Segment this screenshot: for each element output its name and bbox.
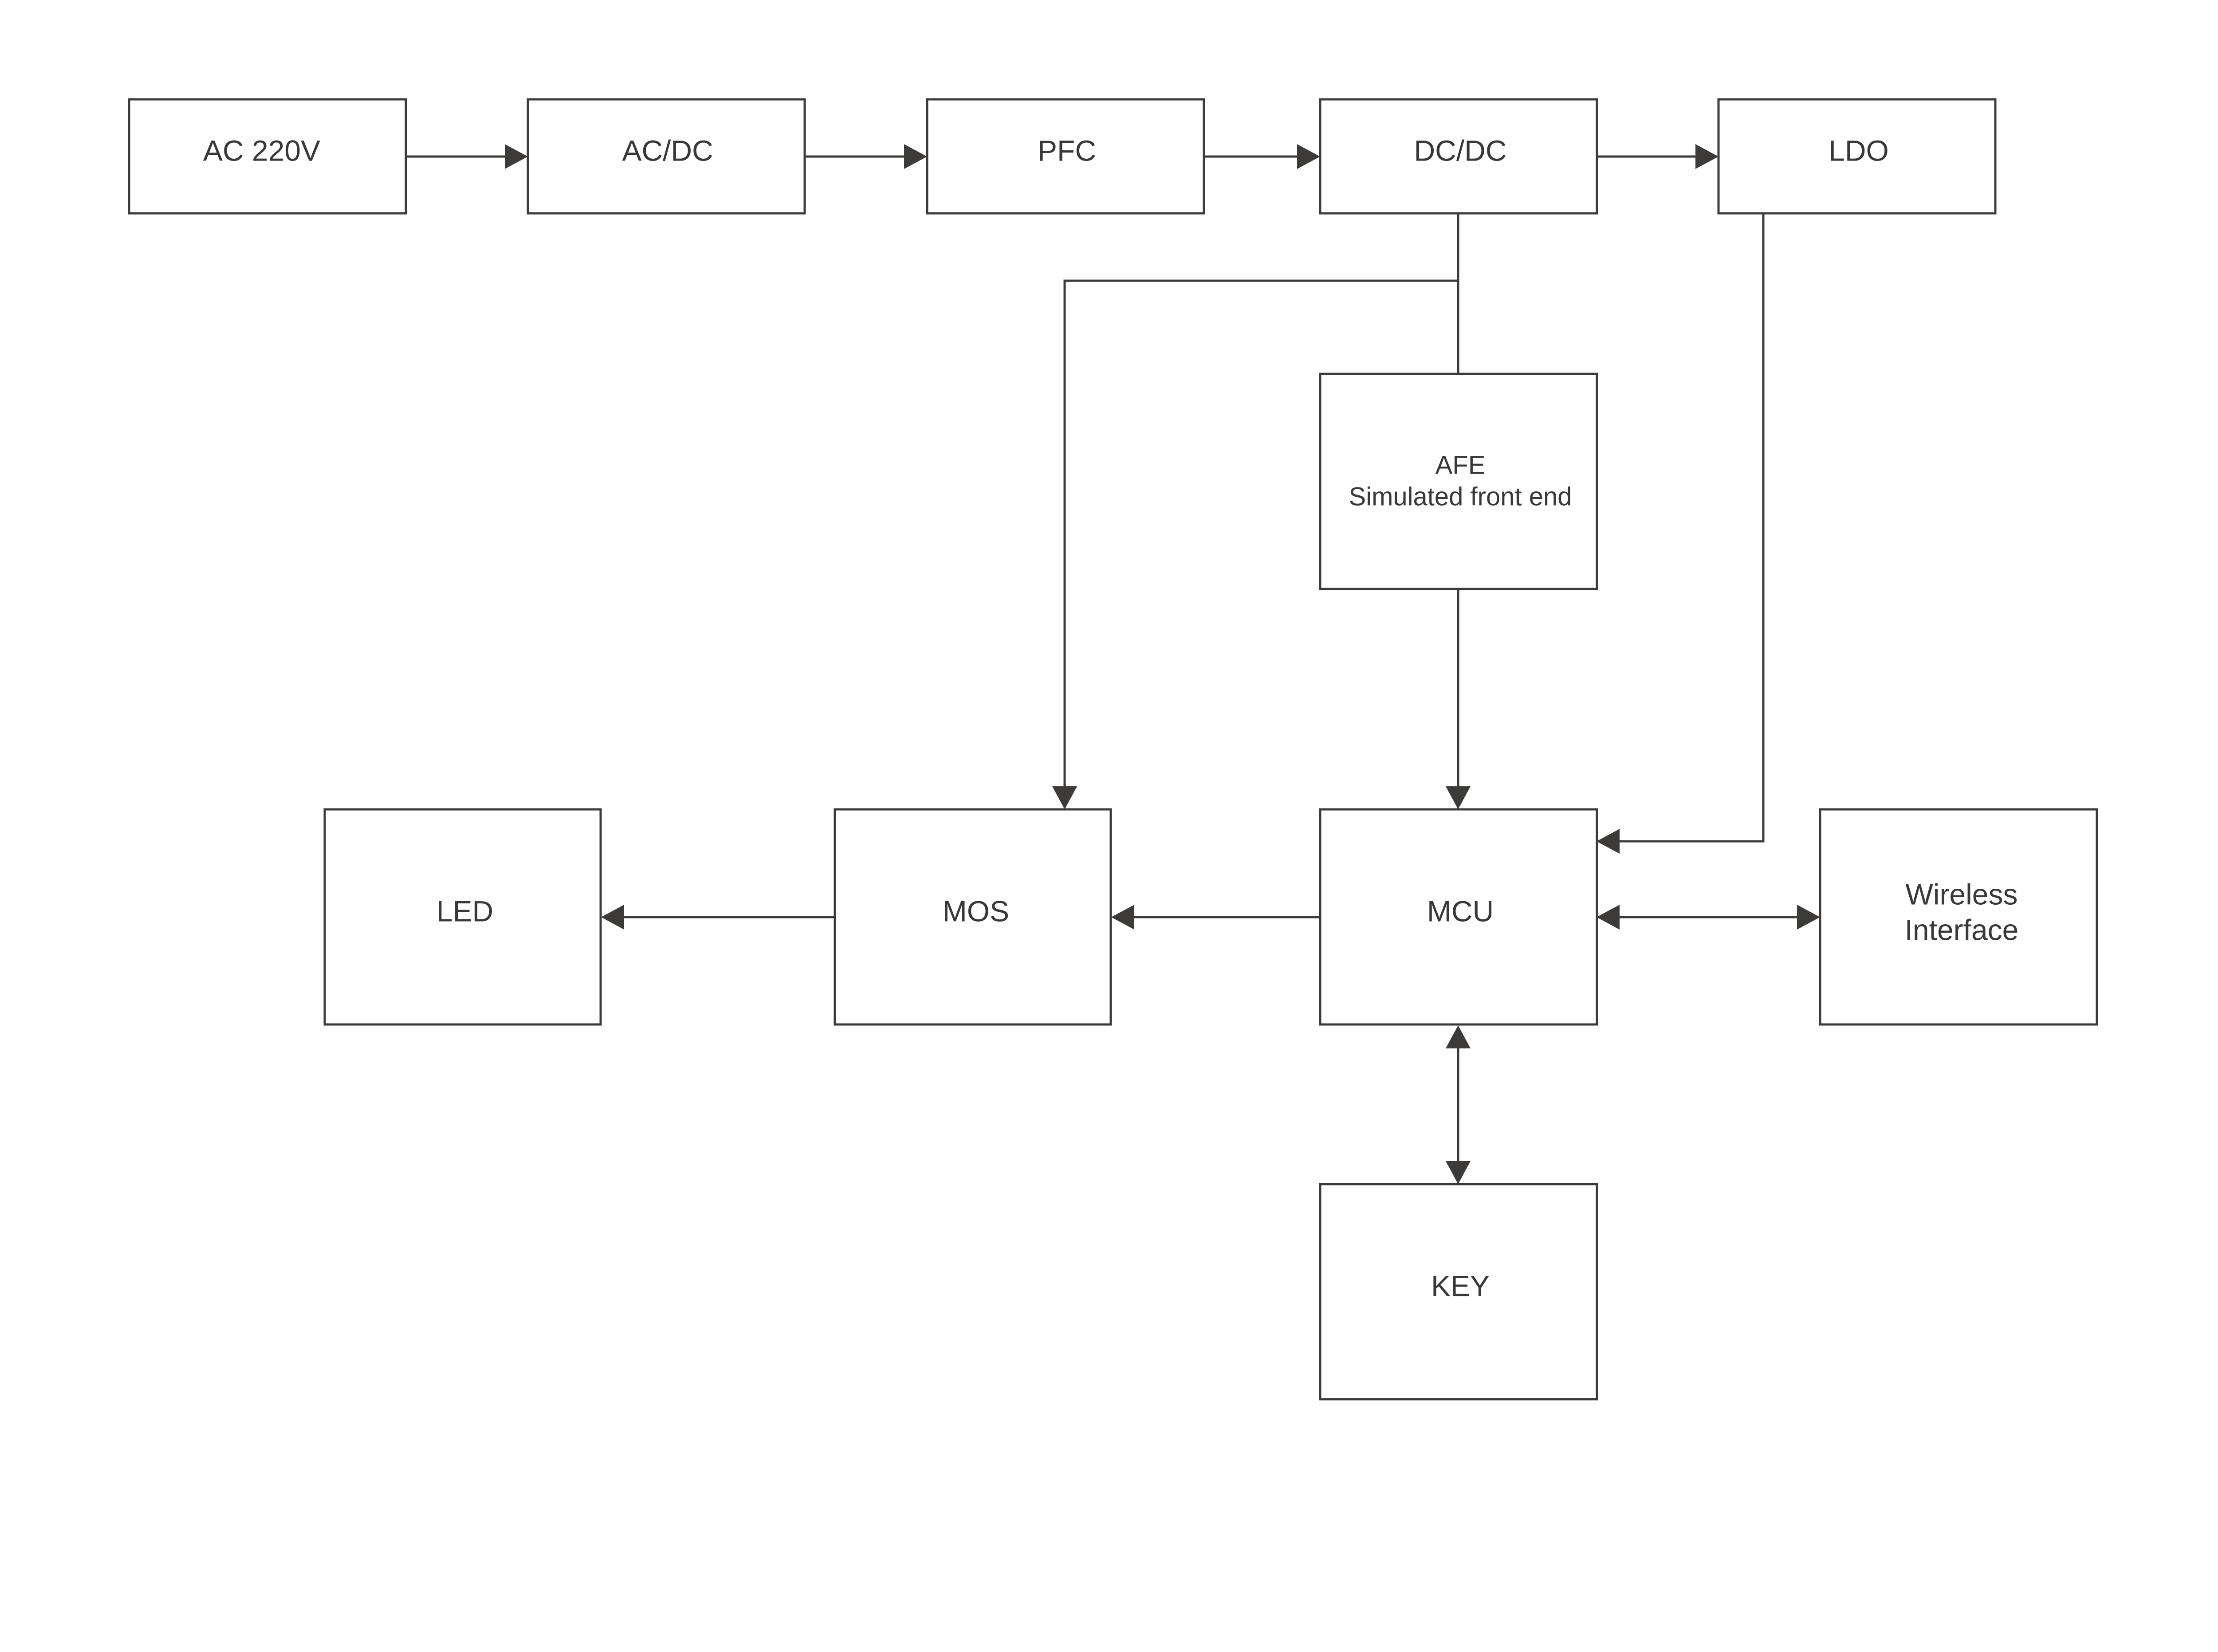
arrow-mos-to-led	[601, 905, 835, 930]
arrow-ldo-to-mcu	[1597, 213, 1765, 854]
node-mos: MOS	[834, 808, 1112, 1026]
node-led: LED	[323, 808, 602, 1026]
arrow-ac220v-to-acdc	[406, 144, 528, 169]
node-dc-dc: DC/DC	[1319, 98, 1598, 215]
node-label: PFC	[1038, 134, 1096, 167]
node-label: KEY	[1431, 1269, 1490, 1302]
node-afe: AFE Simulated front end	[1319, 373, 1598, 590]
arrow-dcdc-to-mos	[1052, 279, 1458, 809]
node-wireless-interface: Wireless Interface	[1819, 808, 2098, 1026]
arrow-mcu-key-bidirectional	[1446, 1025, 1471, 1184]
node-pfc: PFC	[926, 98, 1205, 215]
connectors	[406, 144, 1820, 1184]
arrow-mcu-wireless-bidirectional	[1597, 905, 1820, 930]
node-label: LDO	[1829, 134, 1889, 167]
node-label: MCU	[1427, 895, 1494, 927]
node-label-line2: Interface	[1905, 913, 2019, 946]
node-label: DC/DC	[1414, 134, 1507, 167]
node-mcu: MCU	[1319, 808, 1598, 1026]
node-label-line1: AFE	[1435, 451, 1486, 479]
arrow-afe-to-mcu	[1446, 590, 1471, 809]
arrow-mcu-to-mos	[1111, 905, 1320, 930]
node-label-line1: Wireless	[1905, 878, 2017, 910]
node-ldo: LDO	[1717, 98, 1997, 215]
node-label: AC/DC	[622, 134, 713, 167]
node-ac-dc: AC/DC	[527, 98, 806, 215]
node-label: LED	[437, 895, 493, 927]
node-label: MOS	[943, 895, 1009, 927]
node-label-line2: Simulated front end	[1349, 482, 1572, 511]
arrow-pfc-to-dcdc	[1204, 144, 1320, 169]
arrow-acdc-to-pfc	[805, 144, 927, 169]
arrow-dcdc-to-ldo	[1597, 144, 1719, 169]
node-label: AC 220V	[203, 134, 320, 167]
node-ac-220v: AC 220V	[128, 98, 407, 215]
node-key: KEY	[1319, 1183, 1598, 1401]
